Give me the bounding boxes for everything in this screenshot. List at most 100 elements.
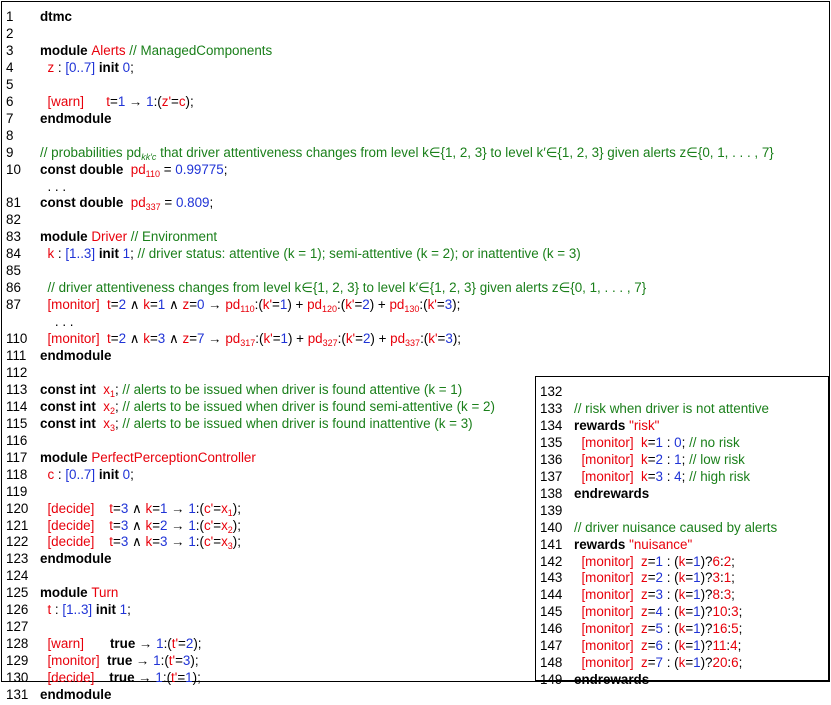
code-text: // driver attentiveness changes from lev… [40, 277, 646, 298]
code-token: 1 [227, 507, 233, 518]
code-token: :( [337, 331, 346, 347]
code-token: 3 [227, 541, 233, 552]
code-token: = [171, 93, 179, 109]
code-token: ); [192, 670, 201, 686]
code-token: = [149, 297, 158, 313]
code-token: k [641, 434, 648, 450]
code-token: ; [681, 434, 686, 450]
code-token: = [685, 621, 694, 637]
code-token: → [167, 500, 189, 516]
code-token: : ( [662, 621, 679, 637]
code-token: endmodule [40, 348, 112, 363]
line-number: 132 [540, 384, 563, 399]
code-token: . . . [40, 178, 67, 194]
code-token: that driver attentiveness changes from l… [156, 144, 774, 160]
code-token: = [647, 655, 656, 671]
code-token: = [160, 195, 176, 211]
code-token: 0 [674, 434, 682, 450]
code-token: ∧ [128, 500, 146, 516]
code-token: 2 [185, 636, 194, 652]
code-token: = [109, 93, 118, 109]
code-token: : [719, 553, 724, 569]
code-token: = [178, 636, 186, 652]
code-token: endmodule [40, 551, 112, 567]
code-token: ; [738, 621, 743, 637]
code-token: k [143, 297, 150, 313]
code-token: ; [114, 381, 119, 397]
code-token: 6 [731, 655, 739, 671]
code-token: 2 [362, 297, 370, 313]
code-token [100, 297, 107, 312]
line-number: 127 [6, 619, 29, 635]
line-number: 149 [540, 672, 563, 688]
code-line: 129 [monitor] true → 1:(t'=3); [6, 650, 829, 671]
code-line: 148 [monitor] z=7 : (k=1)?20:6; [540, 652, 828, 673]
code-token: ; [737, 638, 742, 654]
code-token: 0 [122, 466, 131, 482]
code-token: init [95, 59, 123, 75]
code-token: : [54, 466, 66, 482]
code-token: module [40, 42, 92, 58]
code-token: :( [162, 670, 172, 686]
line-number: 138 [540, 485, 563, 501]
code-token: ; [114, 398, 119, 414]
code-token: ; [127, 602, 131, 618]
code-token: const double [40, 195, 131, 211]
code-token: x [103, 381, 110, 397]
code-token: k [47, 246, 55, 262]
line-number: 113 [6, 381, 28, 397]
code-text: endrewards [574, 669, 649, 690]
code-token: :( [195, 517, 204, 533]
code-token: → [132, 653, 154, 669]
code-token: endrewards [574, 485, 650, 501]
code-token: pd [225, 297, 241, 313]
code-token: [decide] [47, 517, 95, 533]
code-line: 142 [monitor] z=1 : (k=1)?6:2; [540, 551, 828, 572]
code-token: c' [203, 500, 214, 516]
code-token: :( [195, 534, 204, 550]
code-token: t' [171, 636, 179, 652]
code-token: z [641, 553, 648, 569]
code-line: 130 [decide] true → 1:(t'=1); [6, 667, 829, 688]
code-token: k [145, 500, 153, 516]
code-text: const int x1; // alerts to be issued whe… [40, 379, 462, 400]
code-text: [decide] true → 1:(t'=1); [40, 667, 201, 688]
code-text: rewards "risk" [574, 415, 659, 436]
code-token: )? [700, 587, 713, 603]
code-token: [monitor] [581, 655, 634, 671]
code-line: 135 [monitor] k=1 : 0; // no risk [540, 432, 828, 453]
code-token: 1 [117, 93, 126, 109]
code-token: [monitor] [581, 638, 634, 654]
code-line: 86 // driver attentiveness changes from … [6, 277, 829, 298]
code-line: 147 [monitor] z=6 : (k=1)?11:4; [540, 635, 828, 656]
line-number: 118 [6, 466, 28, 482]
code-line: 9// probabilities pdkk′c that driver att… [6, 142, 829, 163]
code-token: x [221, 500, 228, 516]
line-number: 5 [6, 76, 14, 92]
code-token: = [152, 517, 161, 533]
line-number: 112 [6, 364, 28, 380]
code-token [634, 638, 641, 653]
code-token: // driver status: attentive (k = 1); sem… [133, 246, 581, 262]
code-token: 3 [655, 468, 663, 484]
code-token: k [678, 570, 686, 586]
code-token: 2 [118, 297, 127, 313]
code-token: 2 [109, 405, 115, 416]
code-token: t [107, 331, 111, 347]
code-token: ); [193, 636, 202, 652]
code-line: 119 [6, 481, 829, 502]
code-token: ; [114, 415, 119, 431]
code-token: kk′c [141, 151, 157, 162]
code-token: 1 [160, 500, 168, 516]
code-token: :( [153, 93, 162, 109]
code-token: ∧ [165, 297, 183, 313]
code-token: 11 [712, 638, 727, 654]
code-token: [decide] [47, 500, 95, 516]
code-token: ; [738, 655, 743, 671]
code-token: : [662, 451, 675, 467]
code-token: k [678, 604, 686, 620]
code-text: // probabilities pdkk′c that driver atte… [40, 142, 774, 163]
code-token: ∧ [126, 331, 144, 347]
